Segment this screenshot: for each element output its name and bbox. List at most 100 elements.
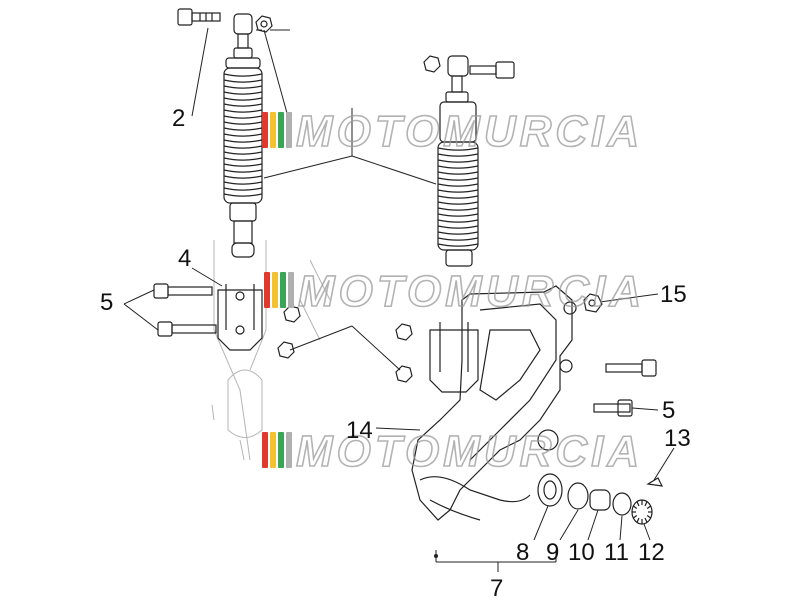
right-lower-bolt [593,399,633,417]
swing-arm-bracket [429,322,479,393]
spring-coil [223,151,263,155]
spring-coil [223,85,263,89]
spring-coil [223,193,263,197]
watermark-bottom: MOTOMURCIA [262,426,643,477]
spring-coil [437,231,479,235]
spring-coil [223,139,263,143]
spring-coil [437,165,479,169]
watermark-stripe-yellow [272,272,278,308]
spring-coil [437,213,479,217]
spring-coil [437,159,479,163]
watermark-stripe-red [262,432,268,468]
spring-coil [437,153,479,157]
right-shock-top-bushing [447,55,469,77]
spring-coil [437,171,479,175]
spring-coil [437,195,479,199]
callout-13: 13 [664,425,691,452]
callout-10: 10 [568,539,595,566]
spring-coil [437,189,479,193]
gear-tooth [644,501,648,507]
right-shock-absorber [423,55,515,267]
spring-coil [437,207,479,211]
callout-8: 8 [516,539,529,566]
callout-11: 11 [604,539,629,566]
watermark-stripe-grey [288,272,294,308]
watermark-stripe-yellow [270,432,276,468]
spring-coil [437,219,479,223]
spring-coil [437,237,479,241]
right-upper-bolt [605,359,657,377]
spring-coil [437,243,479,247]
swing-arm [411,285,577,521]
spring-coil [223,133,263,137]
watermark-stripe-red [264,272,270,308]
leader-lines [123,27,675,572]
spring-coil [437,177,479,181]
bearing-stack [537,473,664,525]
callout-2: 2 [172,105,185,132]
callout-12: 12 [638,539,665,566]
spring-coil [223,115,263,119]
right-shock-top-bolt [469,61,515,79]
washer-11 [612,492,632,516]
spring-coil [223,187,263,191]
ring-9 [567,482,589,510]
spring-coil [223,103,263,107]
right-shock-top-nut [423,55,441,73]
gear-tooth [636,501,640,507]
nut-15 [583,293,603,313]
bearing-8 [537,473,563,507]
left-shock-top-bushing [233,13,253,35]
callout-5-left: 5 [100,289,113,316]
callout-7: 7 [490,575,503,600]
spacer-10 [589,489,611,511]
watermark-stripe-red [262,112,268,148]
spring-coil [223,73,263,77]
center-nuts [277,305,413,383]
watermark-middle: MOTOMURCIA [264,266,645,317]
spring-coil [223,109,263,113]
gear-tooth [632,505,638,509]
callout-9: 9 [546,539,559,566]
spring-coil [223,79,263,83]
spring-coil [437,225,479,229]
watermark-stripe-green [278,112,284,148]
gear-tooth [644,517,648,523]
left-shock-bottom-eye [231,242,255,258]
spring-coil [223,121,263,125]
callout-15: 15 [660,281,687,308]
gear-tooth [636,517,640,523]
left-shock-top-bolt [177,8,221,26]
watermark-top: MOTOMURCIA [262,106,643,157]
spring-coil [437,183,479,187]
spring-coil [223,175,263,179]
watermark-text: MOTOMURCIA [296,107,643,156]
gear-tooth [646,515,652,519]
watermark-text: MOTOMURCIA [298,267,645,316]
left-shock-absorber [177,8,273,258]
watermark-stripe-green [278,432,284,468]
spring-coil [437,147,479,151]
watermark-stripe-green [280,272,286,308]
callout-14: 14 [346,417,373,444]
callout-5-right: 5 [662,397,675,424]
spring-coil [223,163,263,167]
callout-4: 4 [178,245,191,272]
left-upper-bolt [153,283,213,299]
watermark-stripe-grey [286,432,292,468]
shock-mount-bracket [217,284,263,351]
gear-tooth [646,505,652,509]
spring-coil [223,145,263,149]
callout-labels: 2 4 5 5 15 14 13 8 9 10 11 12 7 [100,105,691,600]
gear-tooth [632,515,638,519]
spring-coil [223,169,263,173]
spring-coil [223,181,263,185]
watermark-stripe-grey [286,112,292,148]
spring-coil [437,201,479,205]
watermark-stripe-yellow [270,112,276,148]
spring-coil [223,127,263,131]
spring-coil [223,97,263,101]
watermark-text: MOTOMURCIA [296,427,643,476]
left-lower-bolt [157,321,217,337]
